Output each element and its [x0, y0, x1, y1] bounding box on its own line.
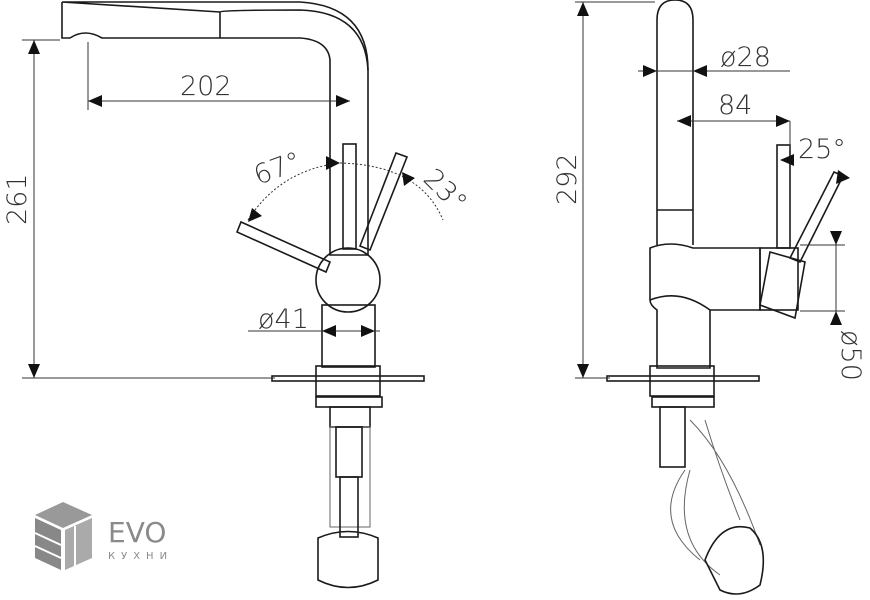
- front-lever-tilted-right: [358, 151, 409, 252]
- side-body-diameter-label: ø50: [835, 330, 866, 381]
- front-lever: [342, 143, 357, 250]
- front-deck-plate: [271, 375, 425, 382]
- front-handle-body: [315, 247, 381, 313]
- side-lever: [776, 144, 791, 249]
- side-hose: [670, 419, 761, 576]
- front-reach-label: 202: [180, 71, 232, 102]
- side-deck-plate: [606, 375, 760, 382]
- side-body: [649, 243, 761, 369]
- front-lever-angle-right-label: 23°: [417, 163, 473, 219]
- front-weight: [317, 530, 379, 589]
- logo-brand: EVO: [108, 516, 166, 549]
- side-height-label: 292: [552, 153, 583, 205]
- side-view: 292 ø28 84 25° ø50: [552, 0, 866, 595]
- front-lever-tilted-left: [235, 220, 332, 274]
- front-mount: [315, 365, 381, 397]
- side-lever-offset-label: 84: [718, 90, 752, 121]
- front-spout: [61, 2, 369, 256]
- front-view: 202 261 67° 23° ø41: [2, 1, 473, 589]
- front-lever-angle-left-label: 67°: [250, 146, 306, 191]
- side-lever-angle-label: 25°: [798, 134, 846, 165]
- front-height-label: 261: [2, 173, 33, 225]
- side-spout-diameter-label: ø28: [720, 42, 771, 73]
- evo-logo: EVO КУХНИ: [34, 502, 173, 570]
- front-body-diameter-label: ø41: [258, 304, 309, 335]
- side-weight: [704, 526, 765, 595]
- front-base-body: [321, 304, 376, 368]
- logo-subtitle: КУХНИ: [108, 551, 173, 562]
- side-spout: [656, 0, 694, 245]
